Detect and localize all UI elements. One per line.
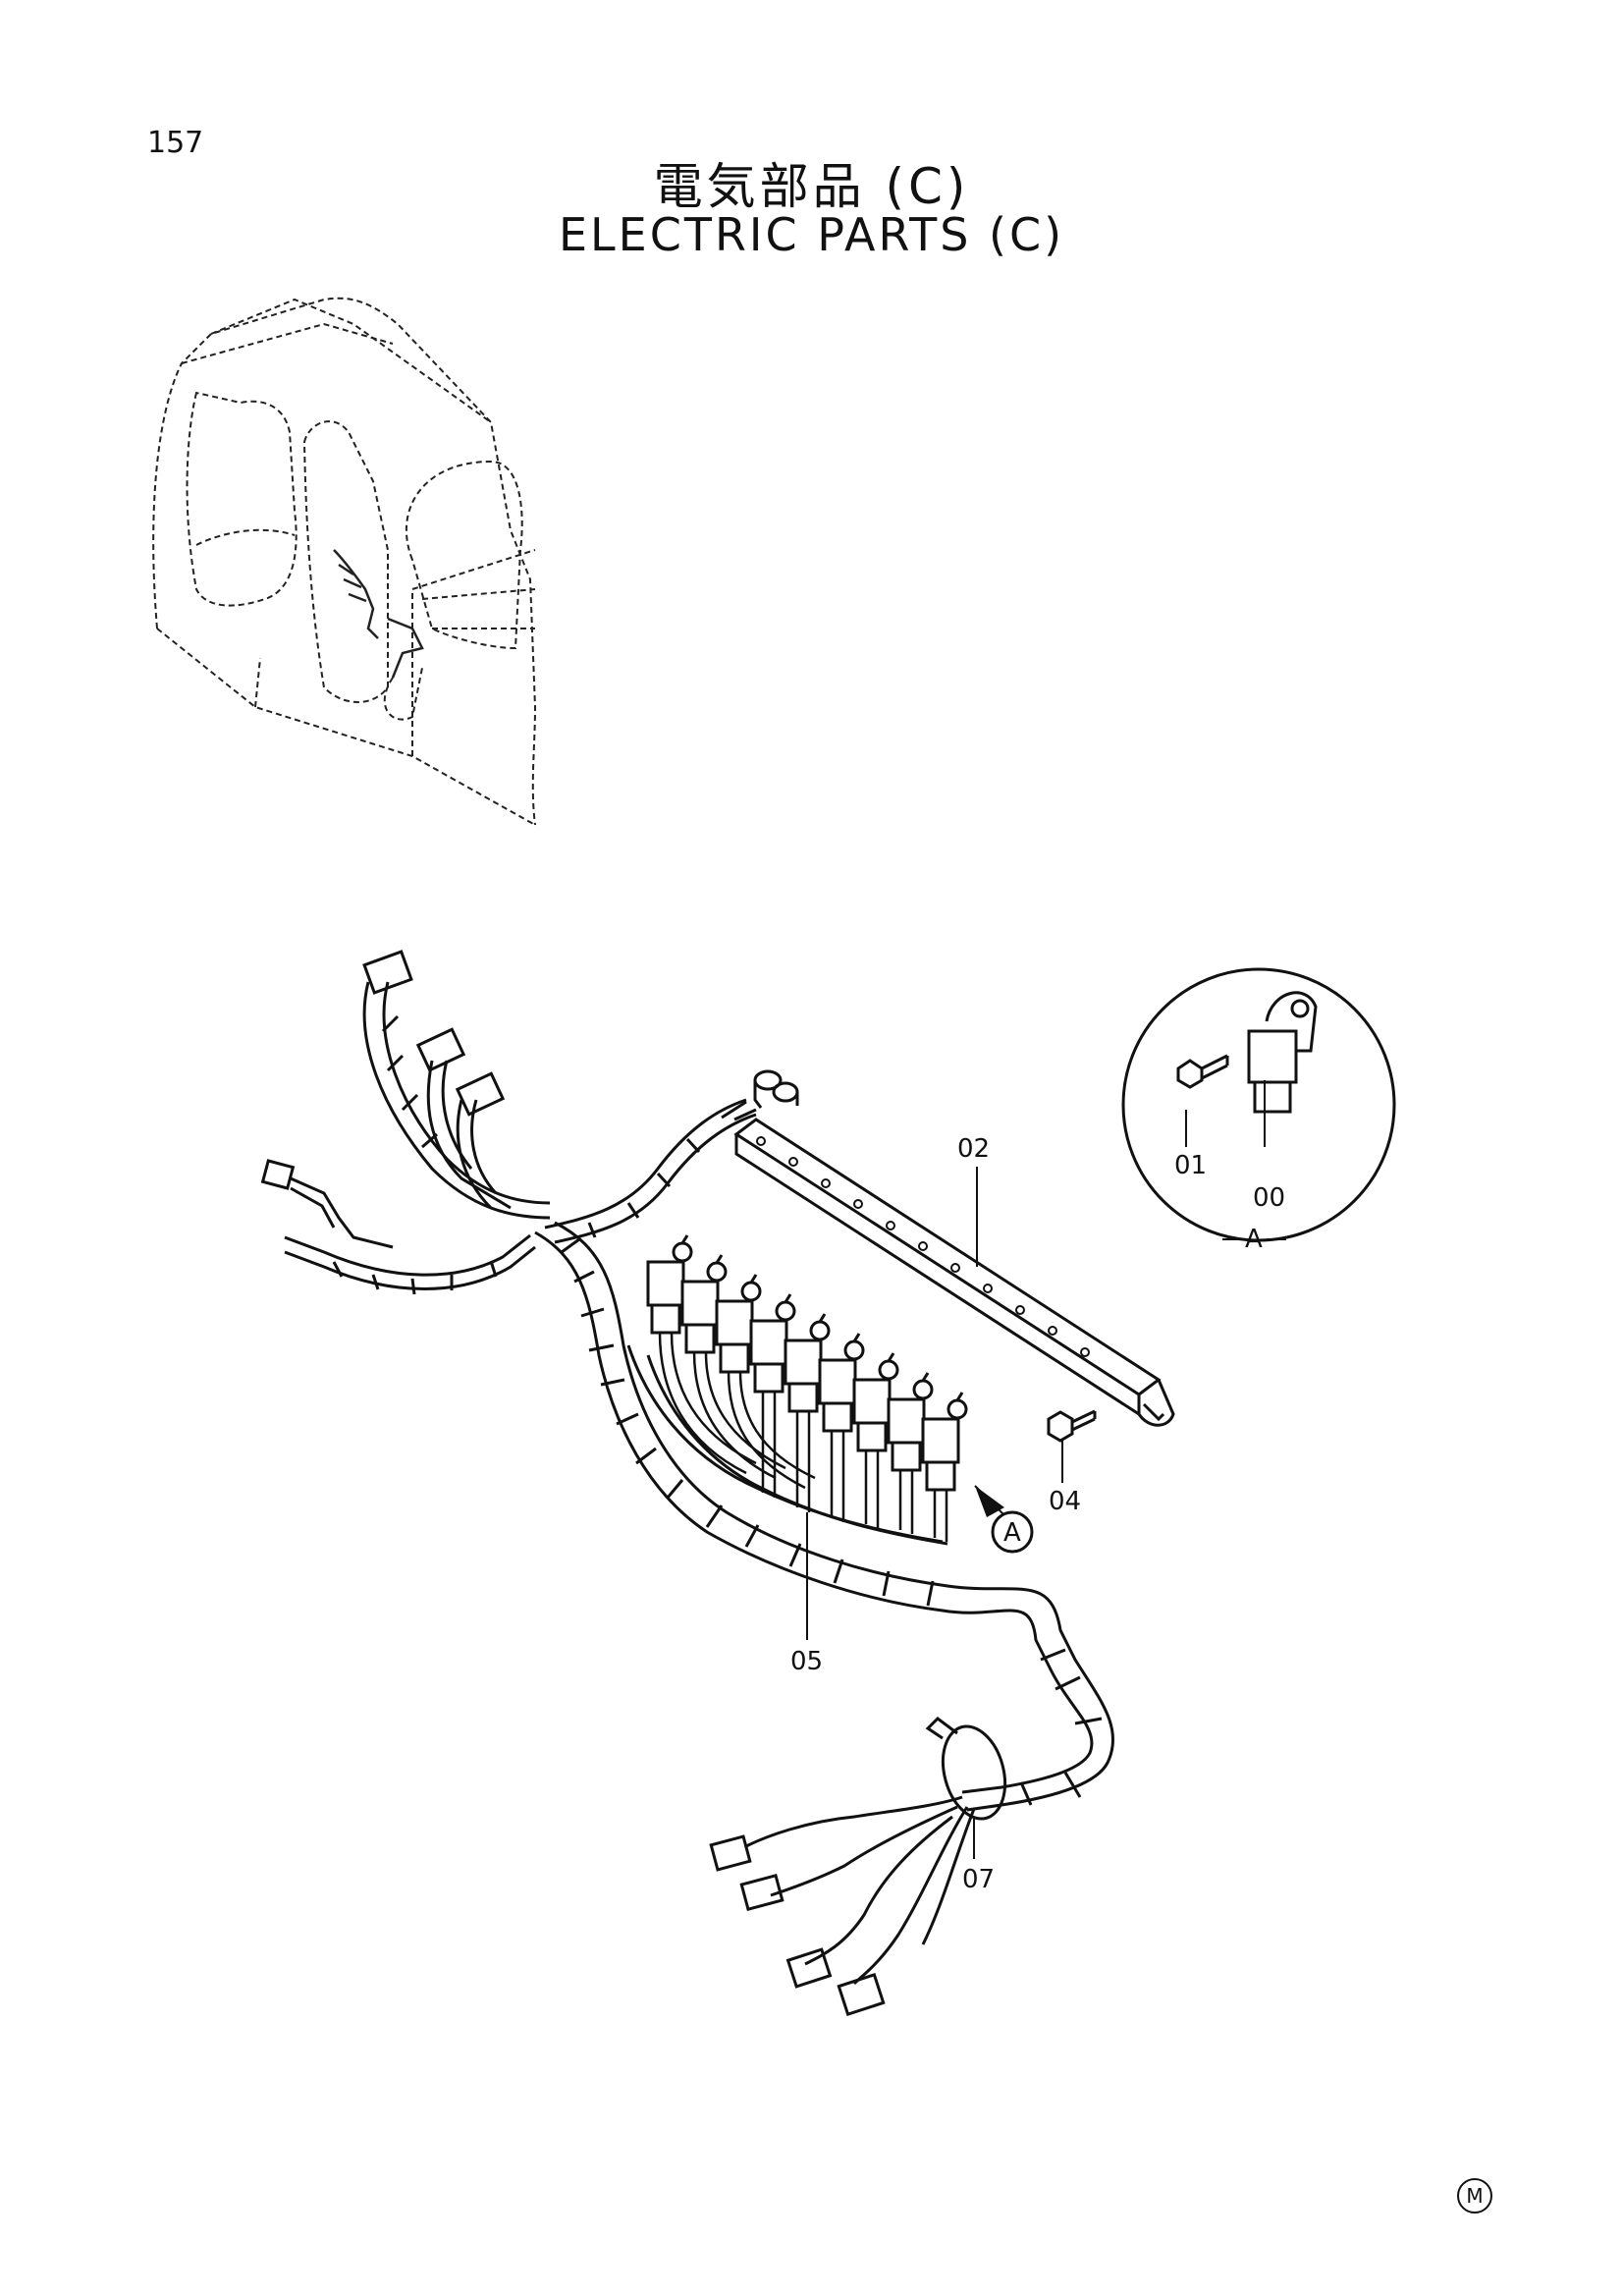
callout-label: A	[1003, 1518, 1021, 1548]
cab-harness-sketch	[333, 549, 424, 679]
title-english: ELECTRIC PARTS (C)	[558, 208, 1065, 261]
band-07	[925, 1717, 1007, 1821]
bolt-04	[1047, 1409, 1097, 1443]
detail-view-a	[1121, 967, 1396, 1242]
label-part-00: 00	[1253, 1183, 1285, 1213]
corner-mark: M	[1457, 2178, 1492, 2214]
label-part-01: 01	[1174, 1151, 1207, 1180]
label-part-07: 07	[962, 1865, 995, 1894]
detail-view-label: A	[1245, 1225, 1263, 1254]
bracket-holes	[756, 1136, 1090, 1357]
title-japanese: 電気部品 (C)	[653, 158, 970, 215]
relay-bank	[646, 1234, 968, 1492]
callout-a	[974, 1485, 1034, 1554]
relay-wires	[658, 1332, 948, 1542]
cab-overview	[152, 297, 537, 826]
harness-05	[284, 981, 1115, 1812]
label-part-02: 02	[957, 1134, 990, 1164]
page-number: 157	[147, 126, 204, 160]
harness-upper-connectors	[260, 950, 799, 1249]
harness-lower-connectors	[709, 1795, 976, 2017]
bracket-02	[733, 1118, 1175, 1427]
label-part-05: 05	[790, 1647, 823, 1676]
leader-lines	[806, 1080, 1266, 1859]
label-part-04: 04	[1049, 1487, 1081, 1516]
